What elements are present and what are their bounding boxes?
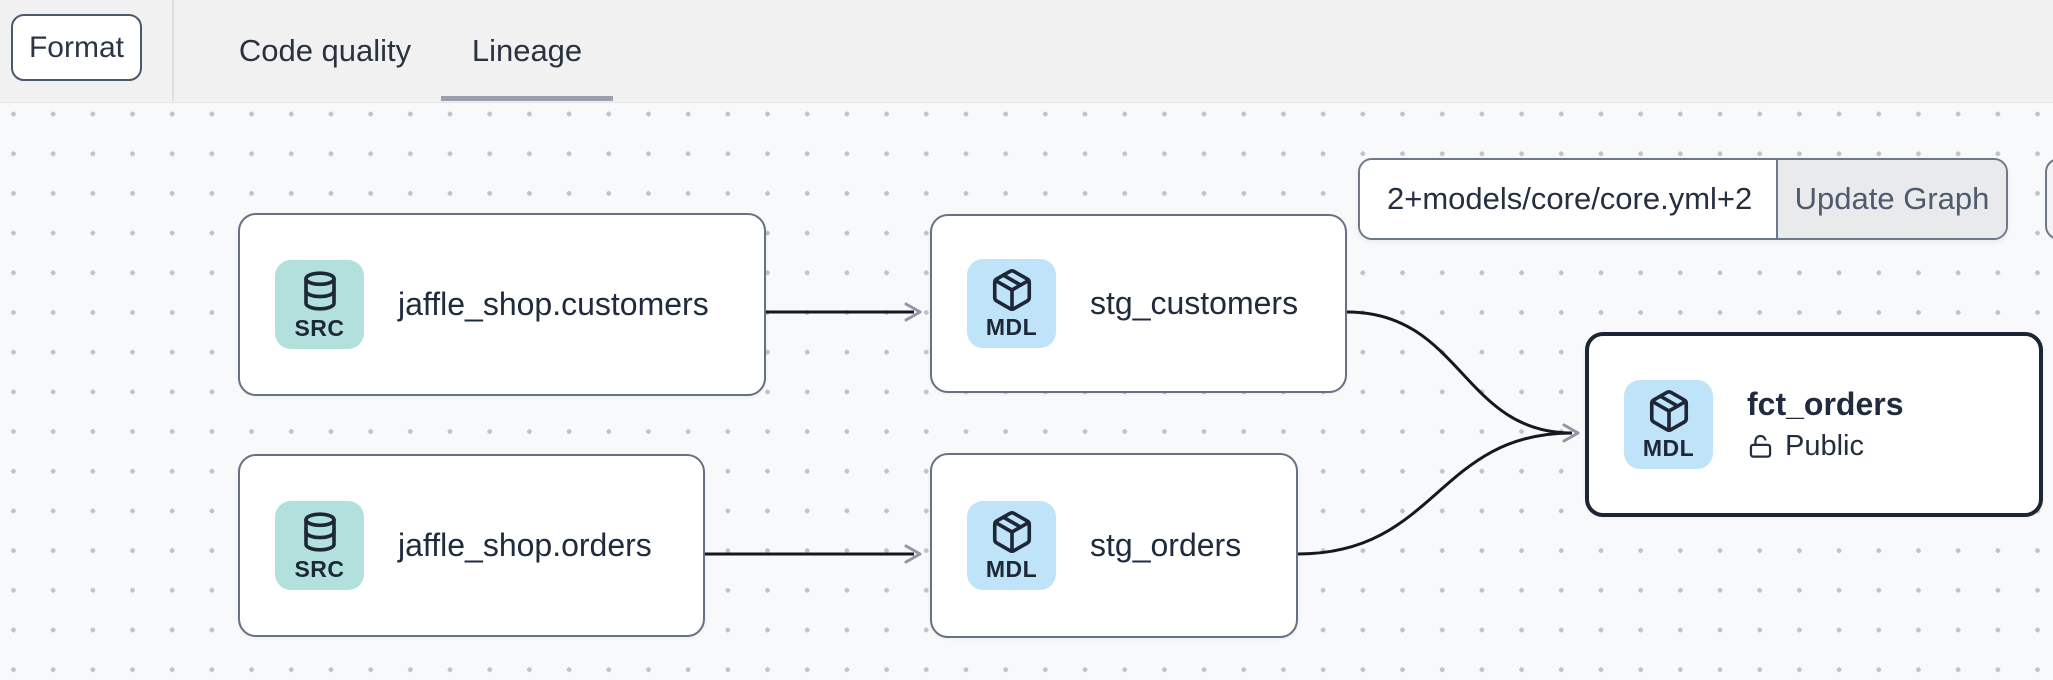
node-type-label: MDL (985, 313, 1038, 340)
node-type-label: MDL (1642, 434, 1695, 461)
lock-open-icon (1747, 433, 1774, 460)
model-selector-input[interactable]: 2+models/core/core.yml+2 (1360, 160, 1776, 238)
node-type-label: MDL (985, 555, 1038, 582)
tab-lineage-label: Lineage (471, 32, 583, 68)
toolbar: Format Code quality Lineage (0, 0, 2053, 103)
tab-code-quality-label: Code quality (238, 32, 412, 68)
tab-lineage[interactable]: Lineage (441, 0, 613, 101)
node-stg-customers[interactable]: MDL stg_customers (930, 214, 1347, 393)
model-badge: MDL (1624, 380, 1713, 469)
tab-code-quality[interactable]: Code quality (232, 0, 418, 101)
graph-selector-group: 2+models/core/core.yml+2 Update Graph (1358, 158, 2008, 240)
format-button[interactable]: Format (11, 14, 142, 81)
cube-icon (989, 509, 1035, 555)
model-badge: MDL (967, 501, 1056, 590)
node-title: stg_orders (1090, 527, 1242, 563)
node-type-label: SRC (294, 555, 345, 582)
node-jaffle-shop-customers[interactable]: SRC jaffle_shop.customers (238, 213, 766, 396)
database-icon (297, 509, 343, 555)
node-fct-orders[interactable]: MDL fct_orders Public (1585, 332, 2043, 517)
update-graph-button[interactable]: Update Graph (1776, 160, 2006, 238)
node-stg-orders[interactable]: MDL stg_orders (930, 453, 1298, 638)
visibility-label: Public (1785, 430, 1864, 462)
node-title: stg_customers (1090, 285, 1299, 321)
database-icon (297, 268, 343, 314)
node-title: jaffle_shop.customers (398, 286, 709, 322)
clipped-right-widget[interactable] (2045, 158, 2053, 240)
tab-active-underline (441, 96, 613, 101)
source-badge: SRC (275, 260, 364, 349)
node-type-label: SRC (294, 314, 345, 341)
source-badge: SRC (275, 501, 364, 590)
node-title: fct_orders (1747, 386, 1904, 422)
node-title: jaffle_shop.orders (398, 527, 652, 563)
cube-icon (1646, 388, 1692, 434)
node-jaffle-shop-orders[interactable]: SRC jaffle_shop.orders (238, 454, 705, 637)
visibility-row: Public (1747, 430, 1904, 463)
model-badge: MDL (967, 259, 1056, 348)
cube-icon (989, 267, 1035, 313)
toolbar-divider (172, 0, 174, 101)
node-body: fct_orders Public (1747, 386, 1904, 463)
